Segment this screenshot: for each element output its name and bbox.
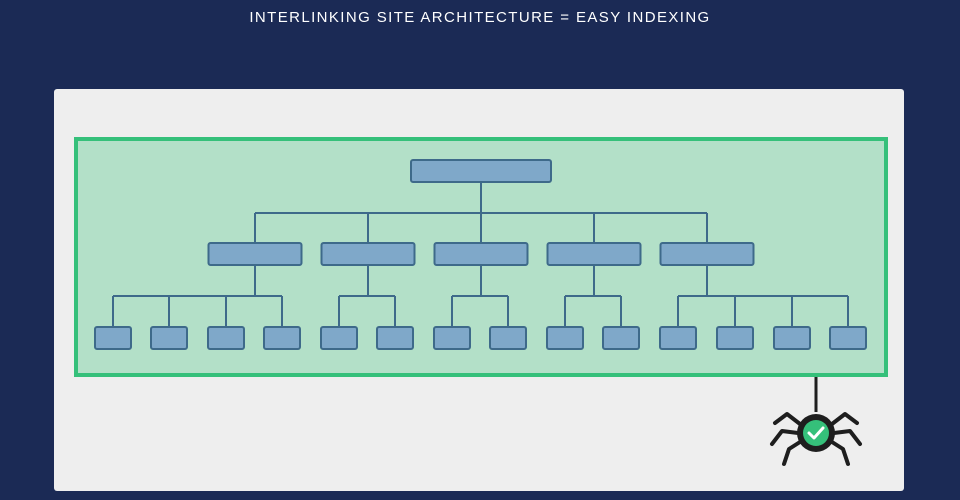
checkmark-icon <box>807 426 825 440</box>
subpage-node <box>376 326 414 350</box>
subpage-node <box>263 326 301 350</box>
category-page-node <box>320 242 416 266</box>
subpage-node <box>546 326 584 350</box>
subpage-node <box>94 326 132 350</box>
diagram-title: INTERLINKING SITE ARCHITECTURE = EASY IN… <box>249 9 711 26</box>
spider-crawler-icon <box>770 377 862 466</box>
subpage-node <box>150 326 188 350</box>
connector-lines <box>112 182 849 327</box>
subpage-node <box>773 326 811 350</box>
subpage-node <box>829 326 867 350</box>
page-nodes <box>94 159 867 350</box>
category-page-node <box>433 242 529 266</box>
subpage-node <box>659 326 697 350</box>
root-page-node <box>410 159 552 183</box>
subpage-node <box>320 326 358 350</box>
subpage-node <box>489 326 527 350</box>
subpage-node <box>716 326 754 350</box>
category-page-node <box>207 242 303 266</box>
category-page-node <box>546 242 642 266</box>
checkmark-badge <box>803 420 829 446</box>
subpage-node <box>602 326 640 350</box>
subpage-node <box>433 326 471 350</box>
category-page-node <box>659 242 755 266</box>
subpage-node <box>207 326 245 350</box>
